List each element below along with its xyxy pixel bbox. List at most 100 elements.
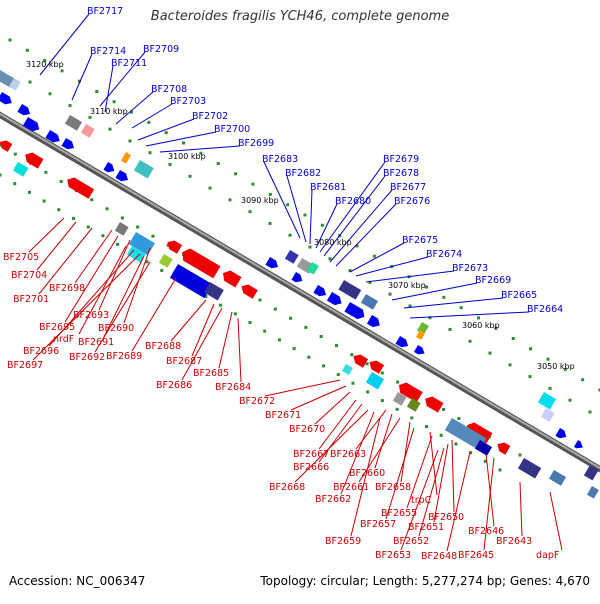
reverse-gene-label: BF2697 xyxy=(7,360,43,371)
tick-mark xyxy=(529,375,532,378)
reverse-label-leader xyxy=(219,312,232,368)
tick-mark xyxy=(278,338,281,341)
forward-gene-label: BF2681 xyxy=(310,182,346,193)
kbp-label: 3050 kbp xyxy=(537,362,575,371)
reverse-gene-arrow xyxy=(22,150,43,169)
forward-gene-label: BF2680 xyxy=(335,196,371,207)
gene-arrow-shape xyxy=(0,92,14,107)
reverse-gene-label: BF2695 xyxy=(39,322,75,333)
reverse-gene-label: BF2671 xyxy=(265,410,301,421)
forward-label-leader xyxy=(410,312,529,318)
reverse-gene-label: BF2668 xyxy=(269,482,305,493)
forward-gene-arrow xyxy=(291,272,304,285)
forward-gene-label: BF2676 xyxy=(394,196,430,207)
forward-gene-label: BF2683 xyxy=(262,154,298,165)
forward-gene-arrow xyxy=(414,345,427,357)
tick-mark xyxy=(509,363,512,366)
tick-mark xyxy=(440,434,443,437)
reverse-label-leader xyxy=(520,482,522,536)
reverse-gene-label: BF2705 xyxy=(3,252,39,263)
reverse-feature-box xyxy=(549,470,566,486)
forward-gene-label: BF2682 xyxy=(285,168,321,179)
forward-label-leader xyxy=(146,132,216,146)
forward-gene-label: BF2669 xyxy=(475,275,511,286)
tick-mark xyxy=(269,222,272,225)
tick-mark xyxy=(454,442,457,445)
reverse-gene-label: BF2689 xyxy=(106,351,142,362)
gene-arrow-shape xyxy=(495,440,510,455)
tick-mark xyxy=(129,139,132,142)
reverse-gene-label: BF2658 xyxy=(375,482,411,493)
tick-mark xyxy=(477,316,480,319)
forward-label-leader xyxy=(404,298,503,308)
kbp-label: 3090 kbp xyxy=(241,196,279,205)
reverse-gene-label: BF2670 xyxy=(289,424,325,435)
tick-mark xyxy=(229,198,232,201)
tick-mark xyxy=(60,180,63,183)
reverse-gene-label: BF2692 xyxy=(69,352,105,363)
reverse-gene-label: BF2643 xyxy=(496,536,532,547)
tick-mark xyxy=(350,353,353,356)
tick-mark xyxy=(217,162,220,165)
tick-mark xyxy=(337,373,340,376)
gene-arrow-shape xyxy=(313,285,328,299)
forward-gene-arrow xyxy=(103,162,116,175)
tick-mark xyxy=(549,387,552,390)
forward-gene-label: BF2677 xyxy=(390,182,426,193)
forward-label-leader xyxy=(132,104,172,128)
reverse-gene-label: BF2685 xyxy=(193,368,229,379)
tick-mark xyxy=(469,340,472,343)
tick-mark xyxy=(251,183,254,186)
tick-mark xyxy=(410,416,413,419)
tick-mark xyxy=(263,330,266,333)
reverse-gene-label: BF2645 xyxy=(458,550,494,561)
reverse-gene-label: BF2672 xyxy=(239,396,275,407)
reverse-feature-box xyxy=(587,486,599,499)
reverse-gene-label: BF2651 xyxy=(408,522,444,533)
tick-mark xyxy=(249,321,252,324)
tick-mark xyxy=(61,69,64,72)
reverse-gene-label: BF2693 xyxy=(73,310,109,321)
tick-mark xyxy=(87,226,90,229)
tick-mark xyxy=(101,234,104,237)
tick-mark xyxy=(259,299,262,302)
reverse-label-leader xyxy=(37,222,76,270)
tick-mark xyxy=(322,364,325,367)
reverse-label-leader xyxy=(238,318,241,382)
tick-mark xyxy=(169,163,172,166)
kbp-label: 3070 kbp xyxy=(388,281,426,290)
reverse-gene-arrow xyxy=(0,138,12,152)
forward-gene-arrow xyxy=(555,428,568,441)
forward-gene-label: BF2699 xyxy=(238,138,274,149)
reverse-gene-arrow xyxy=(422,394,443,413)
reverse-gene-label: BF2661 xyxy=(333,482,369,493)
reverse-label-leader xyxy=(447,452,470,551)
gene-arrow-shape xyxy=(64,175,94,199)
forward-feature-box xyxy=(121,152,131,164)
forward-feature-box xyxy=(285,250,299,264)
forward-gene-label: BF2700 xyxy=(214,124,250,135)
tick-mark xyxy=(589,411,592,414)
tick-mark xyxy=(449,328,452,331)
tick-mark xyxy=(0,174,2,177)
tick-mark xyxy=(116,243,119,246)
tick-mark xyxy=(13,182,16,185)
tick-mark xyxy=(209,187,212,190)
reverse-gene-arrow xyxy=(495,440,510,455)
forward-gene-label: BF2709 xyxy=(143,44,179,55)
reverse-gene-label: BF2696 xyxy=(23,346,59,357)
accession-text: Accession: NC_006347 xyxy=(9,574,145,588)
reverse-label-leader xyxy=(401,422,410,482)
reverse-gene-label: BF2667 xyxy=(293,449,329,460)
genome-summary-text: Topology: circular; Length: 5,277,274 bp… xyxy=(260,574,590,588)
reverse-gene-label: BF2666 xyxy=(293,462,329,473)
reverse-feature-box xyxy=(518,458,541,478)
tick-mark xyxy=(396,408,399,411)
tick-mark xyxy=(396,381,399,384)
tick-mark xyxy=(519,454,522,457)
gene-arrow-shape xyxy=(291,272,304,285)
gene-arrow-shape xyxy=(351,352,368,368)
gene-arrow-shape xyxy=(414,345,427,357)
forward-label-leader xyxy=(138,119,194,140)
